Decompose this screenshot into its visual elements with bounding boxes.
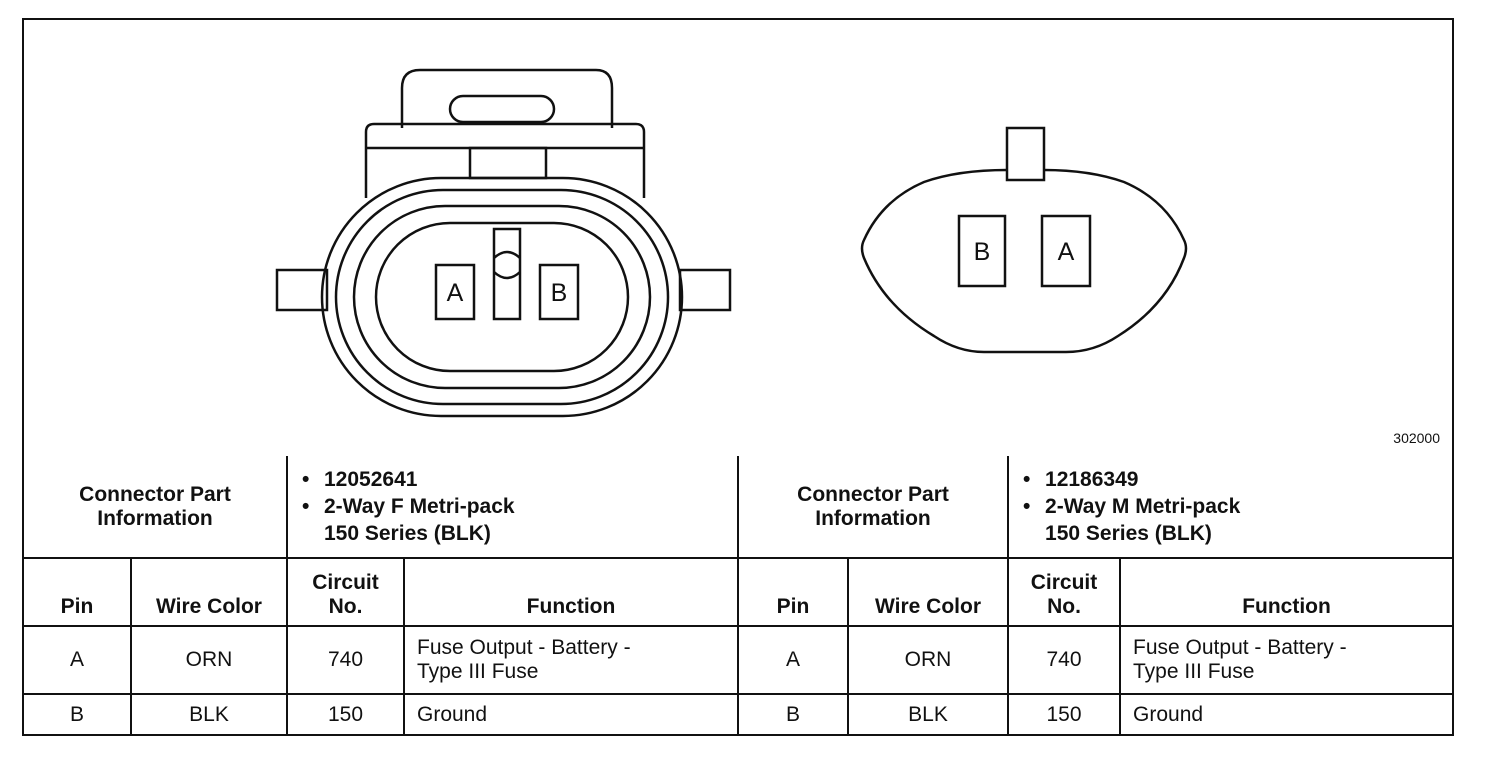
function-cell: Ground	[1119, 693, 1453, 734]
female-pin-b-label: B	[551, 279, 568, 307]
connector-table: Connector Part Information 12052641 2-Wa…	[24, 456, 1453, 734]
connector-type: 2-Way F Metri-pack 150 Series (BLK)	[302, 493, 731, 547]
pin-cell: A	[737, 625, 850, 695]
wire-color-cell: BLK	[130, 693, 288, 734]
pin-cell: B	[24, 693, 132, 734]
male-pin-a-label: A	[1058, 238, 1075, 266]
connector-part-info-label: Connector Part Information	[24, 456, 288, 559]
male-connector-drawing	[860, 126, 1188, 354]
header-wire-color: Wire Color	[130, 557, 288, 627]
header-function: Function	[402, 557, 740, 627]
connector-part-info-value: 12052641 2-Way F Metri-pack 150 Series (…	[285, 456, 740, 559]
function-cell: Ground	[402, 693, 740, 734]
table-row: B BLK 150 Ground B BLK 150 Ground	[24, 693, 1453, 734]
connector-diagrams: A B B A	[275, 68, 1188, 418]
connector-part-info-label: Connector Part Information	[737, 456, 1010, 559]
header-function: Function	[1119, 557, 1453, 627]
wire-color-cell: ORN	[847, 625, 1010, 695]
table-row: A ORN 740 Fuse Output - Battery - Type I…	[24, 625, 1453, 695]
male-pin-b-label: B	[974, 238, 991, 266]
function-cell: Fuse Output - Battery - Type III Fuse	[402, 625, 740, 695]
wire-color-cell: BLK	[847, 693, 1010, 734]
header-circuit-no: Circuit No.	[1007, 557, 1122, 627]
connector-part-info-value: 12186349 2-Way M Metri-pack 150 Series (…	[1007, 456, 1453, 559]
table-header-row: Pin Wire Color Circuit No. Function Pin …	[24, 557, 1453, 627]
connector-info-row: Connector Part Information 12052641 2-Wa…	[24, 456, 1453, 559]
part-number: 12186349	[1023, 466, 1446, 493]
circuit-cell: 740	[1007, 625, 1122, 695]
header-pin: Pin	[24, 557, 132, 627]
function-cell: Fuse Output - Battery - Type III Fuse	[1119, 625, 1453, 695]
pin-cell: B	[737, 693, 850, 734]
pin-cell: A	[24, 625, 132, 695]
circuit-cell: 740	[286, 625, 405, 695]
female-connector-drawing	[275, 68, 732, 418]
figure-number: 302000	[1393, 430, 1440, 446]
part-number: 12052641	[302, 466, 731, 493]
header-circuit-no: Circuit No.	[286, 557, 405, 627]
header-wire-color: Wire Color	[847, 557, 1010, 627]
wire-color-cell: ORN	[130, 625, 288, 695]
circuit-cell: 150	[1007, 693, 1122, 734]
connector-chart: A B B A 302000 Connector Part Informatio…	[22, 18, 1454, 736]
header-pin: Pin	[737, 557, 850, 627]
female-pin-a-label: A	[447, 279, 464, 307]
circuit-cell: 150	[286, 693, 405, 734]
connector-type: 2-Way M Metri-pack 150 Series (BLK)	[1023, 493, 1446, 547]
